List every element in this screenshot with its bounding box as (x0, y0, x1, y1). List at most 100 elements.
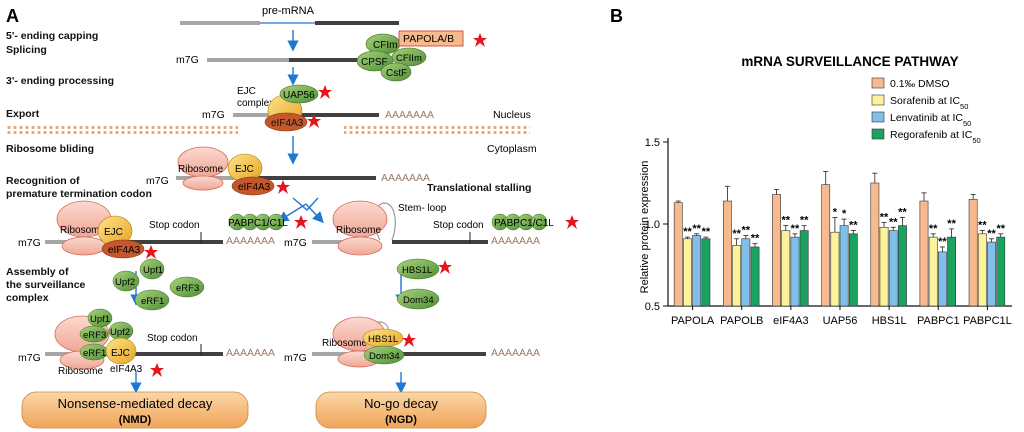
m7g-label-6r: m7G (284, 352, 307, 364)
protein-eif4a3-5l (101, 239, 145, 259)
significance-label: ** (692, 223, 701, 235)
star-icon (294, 215, 308, 229)
ngd-outcome: No-go decay (NGD) (315, 391, 487, 429)
capped-mrna: m7G (176, 54, 369, 66)
x-tick-label: UAP56 (823, 315, 858, 327)
pabpc1-5l: PABPC1/C1L (228, 213, 288, 231)
papola-box (398, 30, 464, 47)
step-translational-stalling: Translational stalling (427, 182, 531, 194)
nmd-complex: m7G AAAAAAA Stop codon Ribosome Upf1 Upf… (18, 308, 275, 377)
cpsf-label: CPSF (361, 57, 388, 68)
legend-swatch (871, 94, 885, 106)
bar (987, 241, 996, 307)
ribosome-binding: m7G AAAAAAA Ribosome EJC eIF4A3 (146, 146, 430, 196)
y-tick-label: 1.5 (645, 137, 660, 149)
star-icon (150, 363, 164, 377)
ejc-complex-label-1: EJC (237, 86, 256, 97)
chart-ylabel: Relative protein expression (639, 161, 651, 294)
poly-a-5r: AAAAAAA (491, 235, 540, 247)
significance-label: ** (849, 220, 858, 232)
significance-label: ** (929, 223, 938, 235)
star-icon (438, 260, 452, 274)
protein-eif4a3-ribosome (231, 176, 275, 196)
bar (781, 230, 791, 307)
significance-label: ** (781, 215, 790, 227)
bar (947, 236, 956, 307)
protein-cstf (380, 62, 412, 82)
ribosome-label-5r: Ribosome (336, 225, 381, 236)
bar (937, 251, 947, 307)
m7g-label-5r: m7G (284, 237, 307, 249)
significance-label: ** (898, 206, 907, 218)
bar (977, 233, 987, 307)
pre-mrna-label: pre-mRNA (262, 5, 315, 17)
x-tick-label: PAPOLA (671, 315, 715, 327)
x-tick-label: PABPC1L (963, 315, 1012, 327)
star-icon (307, 114, 321, 128)
bar (848, 233, 858, 307)
bar (919, 200, 929, 307)
hbs1l-label-free: HBS1L (402, 265, 432, 276)
m7g-label-4: m7G (146, 175, 169, 187)
nmd-recognition: m7G AAAAAAA Stop codon Ribosome EJC eIF4… (18, 200, 288, 259)
bound-erf3 (79, 325, 109, 343)
uap56-label: UAP56 (283, 90, 315, 101)
bar (723, 200, 732, 307)
bar (692, 235, 702, 307)
significance-label: * (842, 208, 847, 220)
erf1-label-free: eRF1 (141, 296, 164, 307)
bar (996, 236, 1006, 307)
step-recognition-1: Recognition of (6, 175, 80, 187)
eif4a3-label-5l: eIF4A3 (108, 245, 141, 256)
ejc-label-4: EJC (235, 164, 254, 175)
step-recognition-2: premature termination codon (6, 188, 152, 200)
significance-label: ** (987, 228, 996, 240)
chart-title: mRNA SURVEILLANCE PATHWAY (741, 54, 958, 69)
legend-swatch (871, 128, 885, 140)
nmd-title: Nonsense-mediated decay (58, 396, 213, 411)
nuclear-membrane: Cytoplasm (6, 124, 537, 155)
stem-loop-label: Stem- loop (398, 203, 447, 214)
ejc-complex-label-2: complex (237, 98, 274, 109)
legend-swatch (871, 77, 885, 89)
significance-label: ** (800, 215, 809, 227)
star-icon (565, 215, 579, 229)
legend-swatch (871, 111, 885, 123)
ribosome-label-6r: Ribosome (322, 338, 367, 349)
cfiim-label: CFIIm (396, 53, 422, 64)
step-capping: 5'- ending capping (6, 30, 98, 42)
bar (673, 202, 683, 307)
significance-label: ** (751, 233, 760, 245)
ejc-label-6l: EJC (111, 348, 130, 359)
star-icon (276, 180, 290, 194)
stop-codon-label-5l: Stop codon (149, 220, 200, 231)
significance-label: ** (683, 226, 692, 238)
bar (821, 184, 831, 307)
highlight-stars (144, 33, 579, 377)
bar (701, 238, 711, 307)
significance-label: ** (889, 216, 898, 228)
free-erf3 (169, 276, 205, 298)
significance-label: ** (947, 218, 956, 230)
cfim-label: CFIm (373, 40, 397, 51)
pabpc1-label-5l: PABPC1/C1L (228, 218, 288, 229)
bar (928, 236, 938, 307)
upf2-label-free: Upf2 (115, 277, 135, 288)
bar (750, 246, 760, 307)
poly-a-6l: AAAAAAA (226, 347, 275, 359)
nmd-outcome: Nonsense-mediated decay (NMD) (21, 391, 249, 429)
stop-codon-label-5r: Stop codon (433, 220, 484, 231)
ejc-6l (105, 337, 137, 365)
ribosome-label-5l: Ribosome (60, 225, 105, 236)
bar (772, 194, 781, 307)
erf3-label-bound: eRF3 (83, 330, 106, 341)
panel-a-letter: A (6, 6, 19, 26)
m7g-label-3: m7G (202, 109, 225, 121)
pabpc1-5r: PABPC1/C1L (491, 213, 554, 231)
m7g-label-2: m7G (176, 54, 199, 66)
step-processing: 3'- ending processing (6, 75, 114, 87)
bar (870, 182, 880, 307)
step-assembly-2: the surveillance (6, 279, 86, 291)
bar (879, 226, 889, 307)
